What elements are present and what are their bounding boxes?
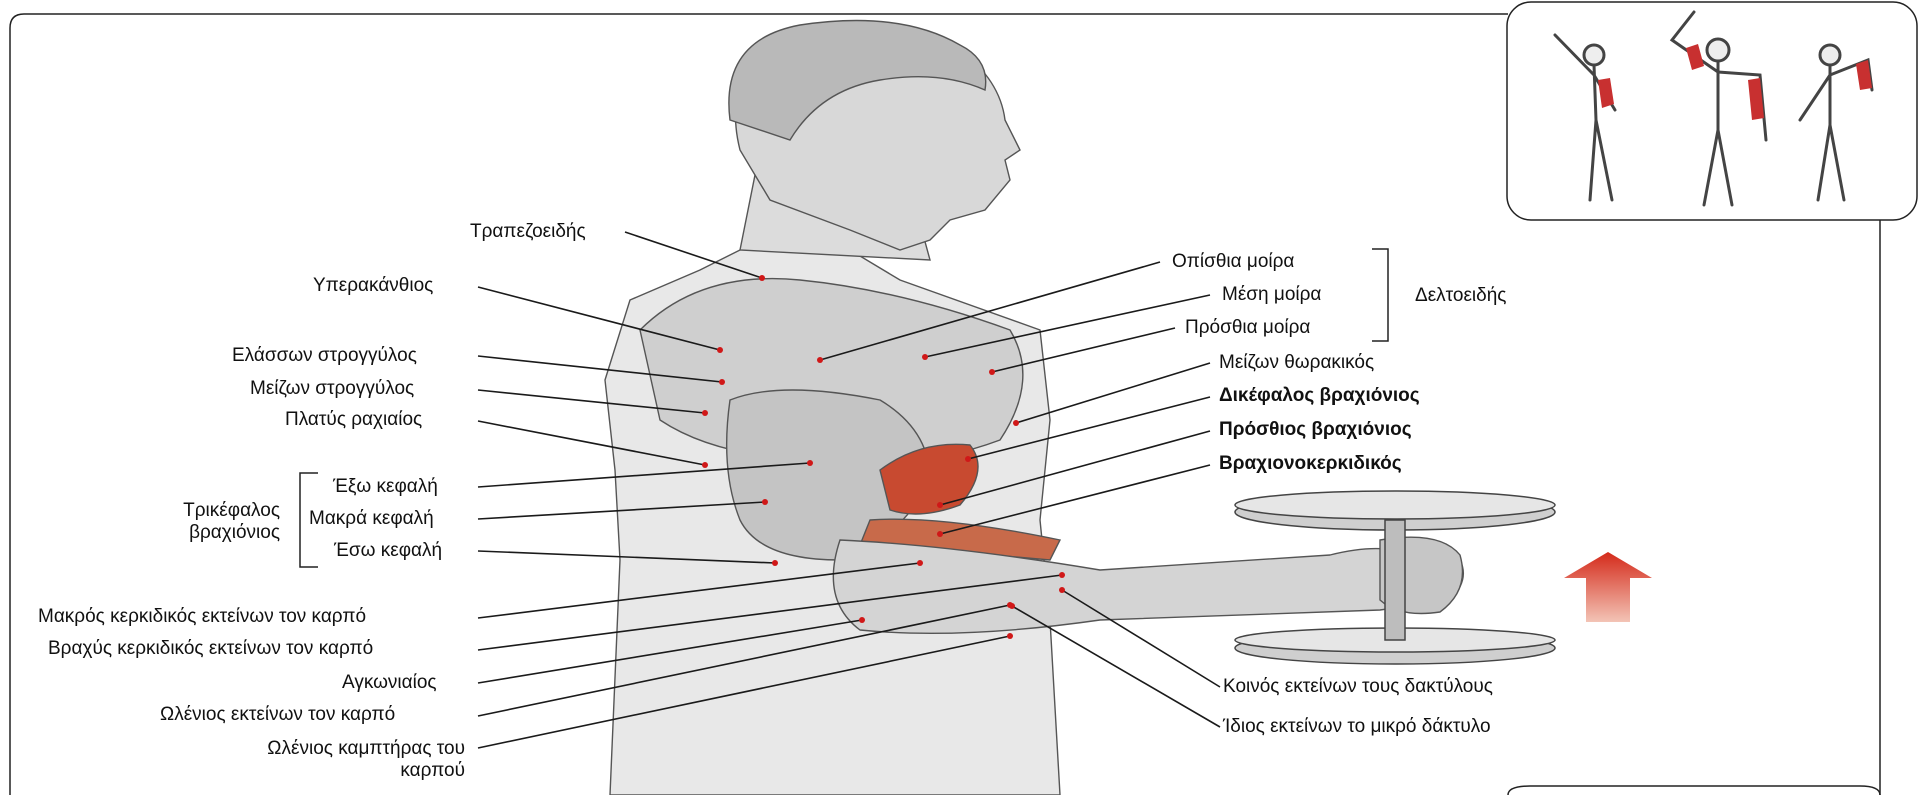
marker-dot-triceps-medial: [772, 560, 778, 566]
marker-dot-brachioradialis: [937, 531, 943, 537]
label-anconeus: Αγκωνιαίος: [342, 672, 437, 694]
marker-dot-deltoid-posterior: [817, 357, 823, 363]
label-infraspinatus: Υπερακάνθιος: [313, 275, 433, 297]
marker-dot-teres-major: [702, 410, 708, 416]
label-triceps-group: Τρικέφαλος βραχιόνιος: [150, 500, 280, 544]
marker-dot-deltoid-middle: [922, 354, 928, 360]
label-ext-digitorum: Κοινός εκτείνων τους δακτύλους: [1223, 676, 1493, 698]
body-poses-thumbnail-icon: [1507, 2, 1917, 220]
label-ecr-longus: Μακρός κερκιδικός εκτείνων τον καρπό: [38, 606, 366, 628]
arrow-up-icon: [1564, 552, 1652, 622]
marker-dot-brachialis: [937, 502, 943, 508]
marker-dot-triceps-lateral: [807, 460, 813, 466]
label-triceps-medial: Έσω κεφαλή: [334, 540, 442, 562]
marker-dot-deltoid-anterior: [989, 369, 995, 375]
label-teres-minor: Ελάσσων στρογγύλος: [232, 345, 417, 367]
marker-dot-fcu: [1007, 633, 1013, 639]
label-brachioradialis: Βραχιονοκερκιδικός: [1219, 453, 1402, 475]
marker-dot-anconeus: [859, 617, 865, 623]
label-pec-major: Μείζων θωρακικός: [1219, 352, 1374, 374]
marker-dot-trapezius: [759, 275, 765, 281]
marker-dot-ext-digitorum: [1059, 587, 1065, 593]
label-ecu: Ωλένιος εκτείνων τον καρπό: [160, 704, 395, 726]
label-triceps-lateral: Έξω κεφαλή: [333, 476, 438, 498]
label-ecr-brevis: Βραχύς κερκιδικός εκτείνων τον καρπό: [48, 638, 373, 660]
label-deltoid-group: Δελτοειδής: [1415, 285, 1506, 307]
label-brachialis: Πρόσθιος βραχιόνιος: [1219, 419, 1412, 441]
deltoid-bracket: [1372, 249, 1388, 341]
marker-dot-teres-minor: [719, 379, 725, 385]
marker-dot-infraspinatus: [717, 347, 723, 353]
marker-dot-biceps: [965, 456, 971, 462]
marker-dot-triceps-long: [762, 499, 768, 505]
lower-box-edge: [1508, 786, 1880, 795]
marker-dot-ecr-brevis: [1059, 572, 1065, 578]
label-deltoid-middle: Μέση μοίρα: [1222, 284, 1321, 306]
label-deltoid-anterior: Πρόσθια μοίρα: [1185, 317, 1310, 339]
label-triceps-long: Μακρά κεφαλή: [309, 508, 434, 530]
label-teres-major: Μείζων στρογγύλος: [250, 378, 414, 400]
label-ext-digiti-minimi: Ίδιος εκτείνων το μικρό δάκτυλο: [1223, 716, 1491, 738]
label-deltoid-posterior: Οπίσθια μοίρα: [1172, 251, 1294, 273]
label-biceps: Δικέφαλος βραχιόνιος: [1219, 385, 1420, 407]
marker-dot-latissimus: [702, 462, 708, 468]
marker-dot-pec-major: [1013, 420, 1019, 426]
label-latissimus: Πλατύς ραχιαίος: [285, 409, 422, 431]
label-trapezius: Τραπεζοειδής: [470, 221, 586, 243]
marker-dot-ext-digiti-minimi: [1009, 603, 1015, 609]
marker-dot-ecr-longus: [917, 560, 923, 566]
label-fcu: Ωλένιος καμπτήρας του καρπού: [250, 738, 465, 782]
